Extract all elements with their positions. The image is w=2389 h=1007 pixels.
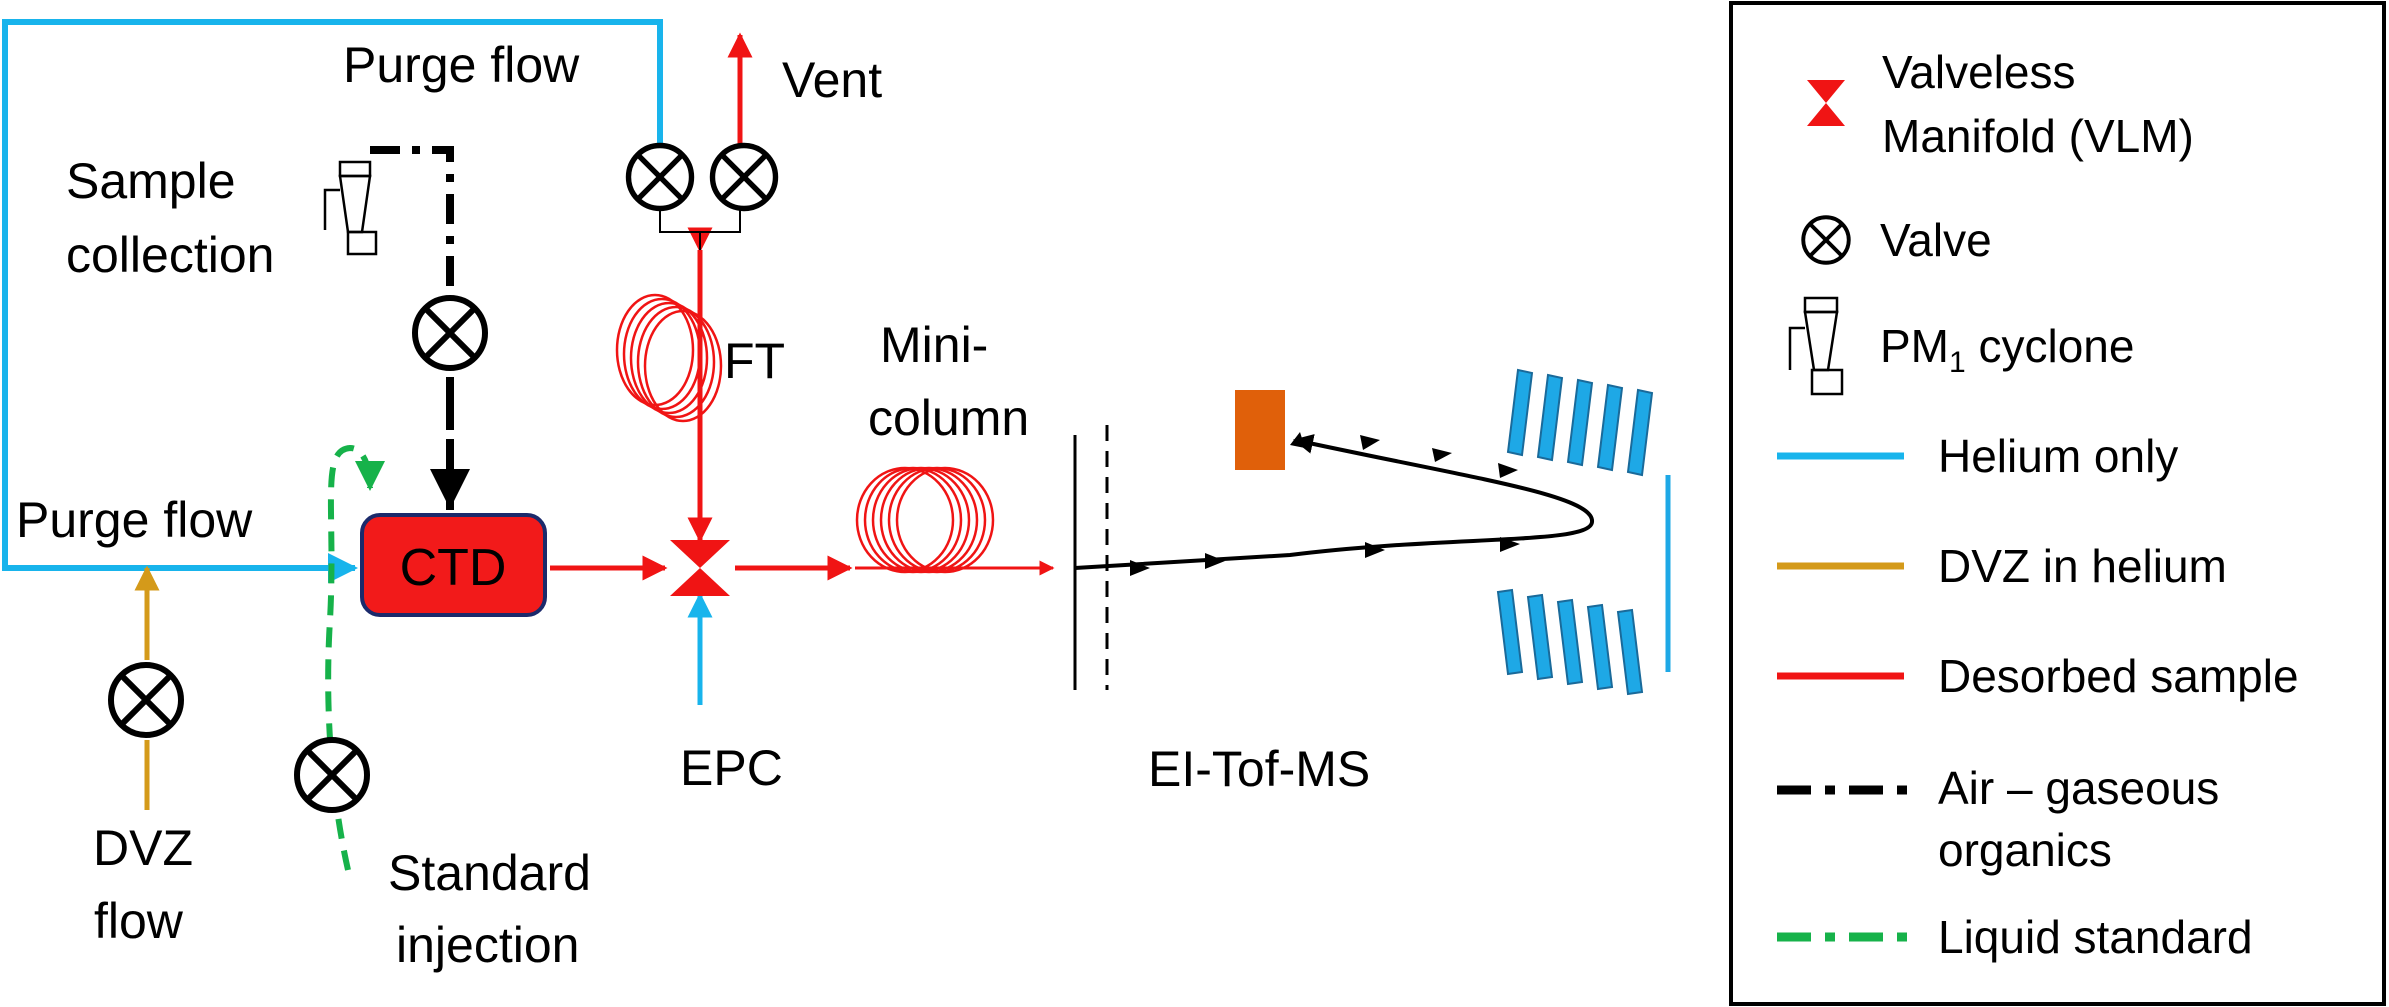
- ctd-label: CTD: [400, 539, 507, 597]
- label-standard-injection-2: injection: [396, 917, 579, 973]
- legend-helium-only: Helium only: [1938, 430, 2178, 482]
- label-dvz-flow-1: DVZ: [93, 820, 193, 876]
- vlm-icon: [670, 540, 730, 596]
- ion-arrow: [1500, 537, 1520, 552]
- label-mini-column-1: Mini-: [880, 317, 988, 373]
- legend-air-1: Air – gaseous: [1938, 762, 2219, 814]
- label-sample-collection-2: collection: [66, 227, 274, 283]
- legend-air-2: organics: [1938, 824, 2112, 876]
- label-mini-column-2: column: [868, 390, 1029, 446]
- desorbed-lines: [550, 32, 1055, 581]
- legend-vlm-2: Manifold (VLM): [1882, 110, 2194, 162]
- ion-arrow: [1205, 553, 1225, 569]
- label-epc: EPC: [680, 740, 783, 796]
- ft-coil: [615, 293, 723, 423]
- valve-icon: [415, 298, 485, 368]
- label-dvz-flow-2: flow: [94, 893, 184, 949]
- legend-desorbed-sample: Desorbed sample: [1938, 650, 2299, 702]
- helium-lines: [2, 19, 713, 705]
- label-standard-injection-1: Standard: [388, 845, 591, 901]
- ion-arrow: [1498, 463, 1518, 478]
- label-purge-flow-left: Purge flow: [16, 492, 253, 548]
- legend-box: [1729, 1, 2386, 1006]
- helium-purge-loop: [2, 19, 663, 583]
- label-purge-flow-top: Purge flow: [343, 37, 580, 93]
- legend: Valveless Manifold (VLM) Valve PM1 cyclo…: [1729, 1, 2386, 1006]
- valve-bracket: [659, 205, 741, 250]
- ion-arrow: [1290, 432, 1305, 448]
- ion-arrow: [1432, 448, 1452, 462]
- legend-vlm-icon: [1807, 80, 1845, 103]
- valve-icon: [111, 665, 181, 735]
- label-vent: Vent: [782, 52, 882, 108]
- legend-liquid-standard: Liquid standard: [1938, 911, 2253, 963]
- mass-spec: [1073, 368, 1671, 696]
- valve-icon: [713, 146, 776, 209]
- label-ft: FT: [724, 333, 785, 389]
- detector: [1235, 390, 1285, 470]
- ctd-unit: CTD: [360, 513, 547, 617]
- legend-cyclone-icon: [1788, 296, 1844, 396]
- ion-arrow: [1365, 542, 1385, 558]
- legend-valve-icon: [1801, 215, 1851, 265]
- valve-icon: [629, 146, 692, 209]
- label-sample-collection-1: Sample: [66, 153, 236, 209]
- ion-path: [1074, 434, 1594, 570]
- label-ei-tof-ms: EI-Tof-MS: [1148, 741, 1370, 797]
- cyclone-icon: [323, 160, 378, 256]
- legend-cyclone: PM1 cyclone: [1880, 320, 2134, 379]
- mini-column-coil: [855, 466, 995, 574]
- reflectron-lower: [1496, 588, 1644, 696]
- ion-arrow: [1130, 560, 1150, 576]
- diagram-labels: Purge flow Vent Sample collection FT Min…: [16, 37, 1370, 973]
- legend-dvz-in-helium: DVZ in helium: [1938, 540, 2227, 592]
- ion-arrow: [1360, 435, 1380, 450]
- reflectron-upper: [1506, 368, 1654, 477]
- legend-vlm-1: Valveless: [1882, 46, 2075, 98]
- legend-valve: Valve: [1880, 214, 1992, 266]
- valve-icon: [297, 740, 367, 810]
